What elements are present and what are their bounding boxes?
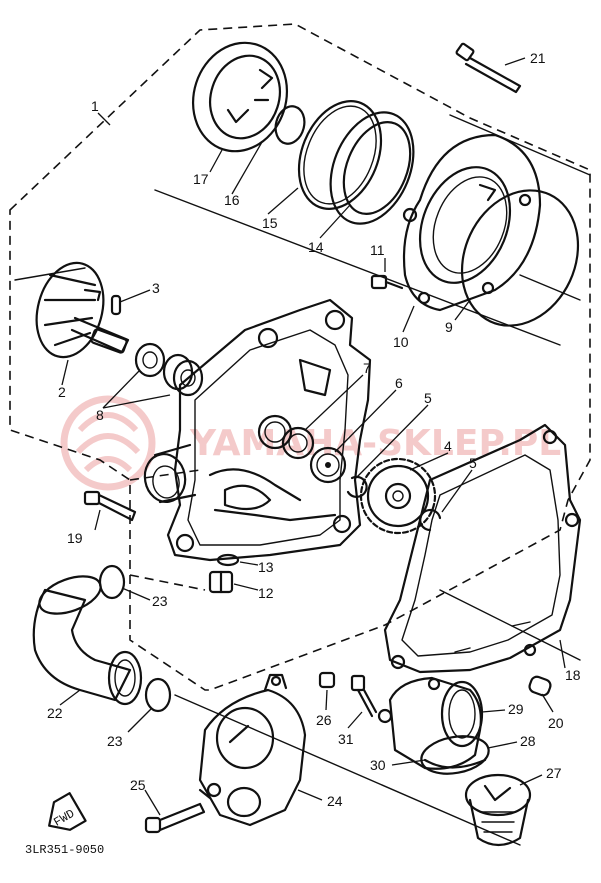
part-22-pipe bbox=[32, 575, 143, 706]
label-8: 8 bbox=[96, 407, 104, 423]
part-11-bolt bbox=[370, 274, 404, 290]
part-29-cover bbox=[377, 676, 484, 770]
label-3: 3 bbox=[152, 280, 160, 296]
part-26-plug bbox=[318, 671, 336, 689]
part-14-ring bbox=[329, 111, 415, 225]
label-27: 27 bbox=[546, 765, 562, 781]
part-8-seals bbox=[134, 342, 204, 397]
label-16: 16 bbox=[224, 192, 240, 208]
label-4: 4 bbox=[444, 438, 452, 454]
part-20-plug bbox=[528, 675, 552, 697]
label-10: 10 bbox=[393, 334, 409, 350]
label-17: 17 bbox=[193, 171, 209, 187]
watermark: YAMAHA-SKLEP.PL bbox=[60, 395, 561, 491]
label-18: 18 bbox=[565, 667, 581, 683]
label-23a: 23 bbox=[152, 593, 168, 609]
part-6-bearing bbox=[309, 446, 347, 484]
part-15-oring bbox=[297, 100, 383, 210]
part-23-oring-a bbox=[98, 564, 126, 600]
part-3-pin bbox=[110, 294, 122, 316]
label-9: 9 bbox=[445, 319, 453, 335]
label-11: 11 bbox=[370, 242, 385, 258]
label-6: 6 bbox=[395, 375, 403, 391]
label-14: 14 bbox=[308, 239, 324, 255]
label-5b: 5 bbox=[469, 455, 477, 471]
label-28: 28 bbox=[520, 733, 536, 749]
part-13-washer bbox=[216, 553, 240, 567]
label-24: 24 bbox=[327, 793, 343, 809]
label-5a: 5 bbox=[424, 390, 432, 406]
part-21-bolt bbox=[455, 42, 522, 94]
part-23-oring-b bbox=[144, 677, 172, 713]
leader-lines bbox=[59, 57, 566, 816]
label-25: 25 bbox=[130, 777, 146, 793]
part-24-housing bbox=[198, 673, 307, 827]
label-26: 26 bbox=[316, 712, 332, 728]
label-13: 13 bbox=[258, 559, 274, 575]
label-2: 2 bbox=[58, 384, 66, 400]
part-25-bolt bbox=[144, 802, 206, 834]
guide-lines bbox=[14, 114, 591, 846]
part-17-cover bbox=[191, 41, 289, 153]
part-2-impeller bbox=[35, 261, 130, 359]
part-7-bearing bbox=[281, 426, 315, 460]
sub-boundary bbox=[129, 469, 206, 591]
part-28-oring bbox=[420, 735, 490, 775]
part-18-gasket bbox=[383, 423, 582, 674]
label-20: 20 bbox=[548, 715, 564, 731]
part-27-thermostat bbox=[464, 773, 532, 847]
drawing-code: 3LR351-9050 bbox=[25, 843, 104, 857]
label-7: 7 bbox=[363, 360, 371, 376]
label-19: 19 bbox=[67, 530, 83, 546]
part-4-gear bbox=[359, 457, 437, 535]
label-21: 21 bbox=[530, 50, 546, 66]
label-31: 31 bbox=[338, 731, 354, 747]
pump-body bbox=[143, 298, 372, 562]
part-31-bolt bbox=[350, 674, 378, 718]
part-30-seal bbox=[423, 758, 487, 769]
part-9-oring bbox=[460, 189, 580, 327]
label-12: 12 bbox=[258, 585, 274, 601]
part-19-bolt bbox=[83, 490, 137, 522]
part-16-plug bbox=[274, 105, 306, 145]
watermark-text: YAMAHA-SKLEP.PL bbox=[189, 423, 561, 464]
label-29: 29 bbox=[508, 701, 524, 717]
label-30: 30 bbox=[370, 757, 386, 773]
assembly-boundary bbox=[9, 23, 591, 691]
part-labels: 1 2 3 4 5 5 6 7 8 9 10 11 12 13 14 15 16… bbox=[47, 50, 581, 809]
part-10-housing bbox=[402, 133, 542, 312]
part-12-drain-bolt bbox=[208, 570, 234, 594]
fwd-arrow: FWD bbox=[48, 792, 87, 831]
label-1: 1 bbox=[91, 98, 99, 114]
label-23b: 23 bbox=[107, 733, 123, 749]
label-22: 22 bbox=[47, 705, 63, 721]
label-15: 15 bbox=[262, 215, 278, 231]
